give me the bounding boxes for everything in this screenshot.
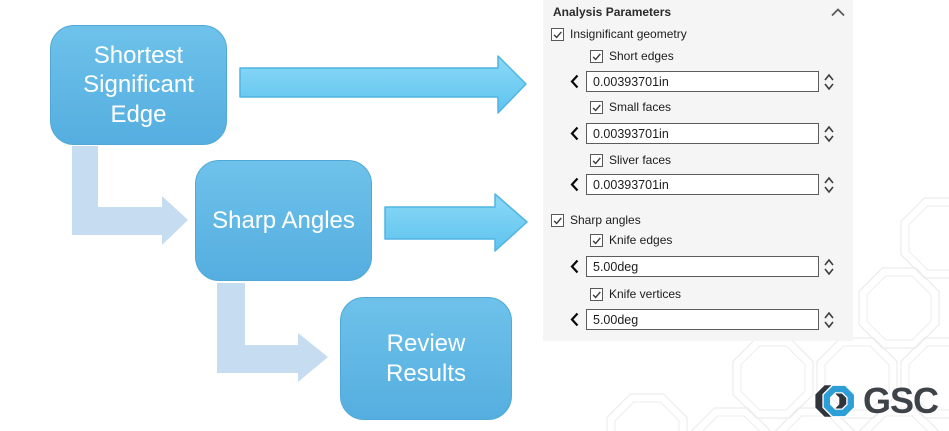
knife-edges-value-box: [586, 256, 824, 277]
panel-title: Analysis Parameters: [553, 5, 672, 19]
flow-step-shortest-significant-edge: Shortest Significant Edge: [50, 25, 227, 145]
checkmark-icon: [592, 156, 601, 165]
field-row-small-faces: [543, 123, 853, 145]
flow-step-sharp-angles: Sharp Angles: [195, 160, 372, 281]
spinner-icon[interactable]: [823, 175, 835, 195]
checkbox-row-small-faces[interactable]: Small faces: [590, 100, 671, 114]
elbow-arrow-step1-to-step2: [72, 146, 188, 245]
spinner-icon[interactable]: [823, 124, 835, 144]
sliver-faces-input[interactable]: [587, 175, 824, 194]
checkbox-row-sharp-angles[interactable]: Sharp angles: [551, 213, 641, 227]
checkbox-checked[interactable]: [590, 100, 603, 114]
small-faces-input[interactable]: [587, 124, 824, 143]
knife-vertices-value-box: [586, 309, 824, 330]
big-arrow-step1-to-panel: [239, 55, 527, 114]
spinner-icon[interactable]: [823, 72, 835, 92]
checkbox-label: Sliver faces: [609, 153, 672, 167]
spinner-icon[interactable]: [823, 257, 835, 277]
flyout-chevron-left-icon[interactable]: [570, 126, 579, 141]
flow-step-review-results: Review Results: [340, 297, 512, 420]
field-row-short-edges: [543, 71, 853, 93]
checkbox-checked[interactable]: [590, 233, 603, 247]
sliver-faces-value-box: [586, 174, 824, 195]
chevron-up-icon[interactable]: [831, 8, 845, 17]
checkmark-icon: [592, 103, 601, 112]
gsc-logo: GSC: [813, 378, 939, 424]
flow-step-label: Shortest Significant Edge: [83, 42, 194, 128]
checkmark-icon: [553, 216, 562, 225]
flyout-chevron-left-icon[interactable]: [570, 177, 579, 192]
checkbox-checked[interactable]: [590, 49, 603, 63]
short-edges-input[interactable]: [587, 72, 824, 91]
checkmark-icon: [553, 30, 562, 39]
knife-vertices-input[interactable]: [587, 310, 824, 329]
field-row-knife-vertices: [543, 309, 853, 331]
field-row-knife-edges: [543, 256, 853, 278]
field-row-sliver-faces: [543, 174, 853, 196]
small-faces-value-box: [586, 123, 824, 144]
spinner-icon[interactable]: [823, 310, 835, 330]
flow-step-label: Review Results: [385, 330, 467, 387]
flyout-chevron-left-icon[interactable]: [570, 74, 579, 89]
checkbox-label: Knife vertices: [609, 287, 682, 301]
checkbox-row-short-edges[interactable]: Short edges: [590, 49, 674, 63]
analysis-parameters-panel: Analysis Parameters Insignificant geomet…: [543, 0, 853, 341]
checkbox-row-insignificant-geometry[interactable]: Insignificant geometry: [551, 27, 687, 41]
checkbox-row-knife-vertices[interactable]: Knife vertices: [590, 287, 681, 301]
checkbox-row-sliver-faces[interactable]: Sliver faces: [590, 153, 671, 167]
checkmark-icon: [592, 52, 601, 61]
checkbox-checked[interactable]: [551, 213, 564, 227]
checkbox-checked[interactable]: [590, 287, 603, 301]
knife-edges-input[interactable]: [587, 257, 824, 276]
gsc-logo-text: GSC: [863, 380, 939, 421]
checkbox-label: Knife edges: [609, 233, 673, 247]
flyout-chevron-left-icon[interactable]: [570, 259, 579, 274]
checkmark-icon: [592, 236, 601, 245]
elbow-arrow-step2-to-step3: [217, 283, 328, 382]
checkbox-checked[interactable]: [551, 27, 564, 41]
checkbox-label: Small faces: [609, 100, 672, 114]
short-edges-value-box: [586, 71, 824, 92]
checkbox-label: Insignificant geometry: [570, 27, 687, 41]
checkbox-checked[interactable]: [590, 153, 603, 167]
big-arrow-step2-to-panel: [384, 193, 528, 252]
checkmark-icon: [592, 290, 601, 299]
flow-step-label: Sharp Angles: [212, 206, 355, 234]
checkbox-row-knife-edges[interactable]: Knife edges: [590, 233, 672, 247]
gsc-logo-mark-icon: [815, 384, 856, 418]
checkbox-label: Sharp angles: [570, 213, 641, 227]
flyout-chevron-left-icon[interactable]: [570, 312, 579, 327]
checkbox-label: Short edges: [609, 49, 674, 63]
